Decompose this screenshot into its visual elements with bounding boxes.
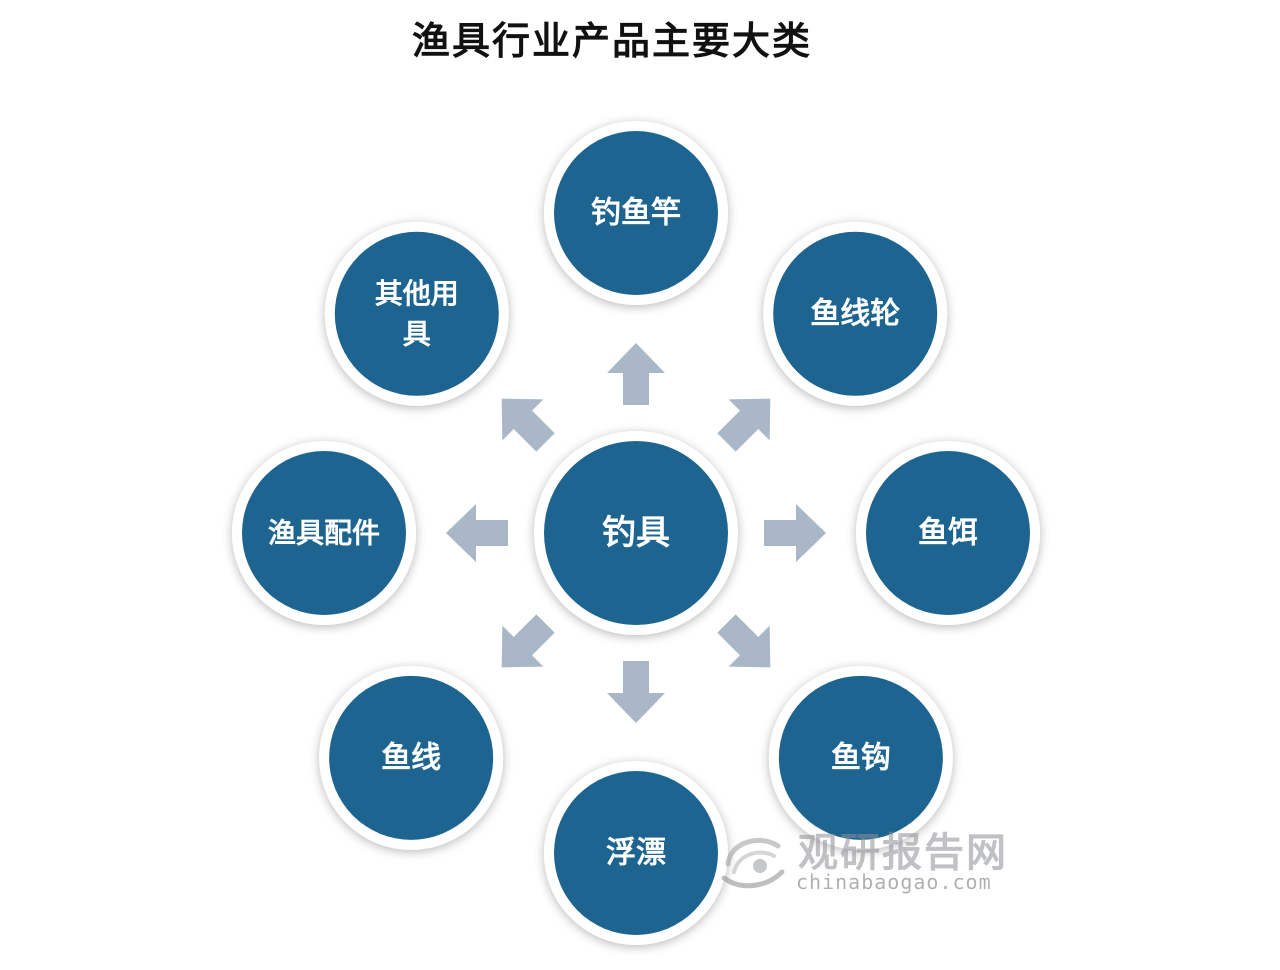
node-rod-label: 钓鱼竿 xyxy=(591,196,681,231)
watermark-logo-icon xyxy=(721,837,785,889)
arrow-to-other xyxy=(501,398,555,452)
node-line-circle xyxy=(329,675,494,840)
node-rod-circle xyxy=(554,131,718,295)
node-reel-circle xyxy=(773,231,938,396)
node-reel-label: 鱼线轮 xyxy=(810,296,900,331)
node-line: 鱼线 xyxy=(319,665,504,850)
watermark-brand-cn: 观研报告网 xyxy=(798,830,1008,876)
arrow-to-bait xyxy=(764,504,826,562)
watermark: 观研报告网 chinabaogao.com xyxy=(720,818,1020,898)
node-bait: 鱼饵 xyxy=(856,441,1040,625)
node-accessories-circle xyxy=(242,451,406,615)
page-title: 渔具行业产品主要大类 xyxy=(411,18,812,63)
node-accessories: 渔具配件 xyxy=(232,441,416,625)
node-center-circle xyxy=(544,441,728,625)
node-reel: 鱼线轮 xyxy=(763,221,948,406)
node-other-label: 具 xyxy=(403,318,431,351)
arrow-to-accessories xyxy=(446,504,508,562)
node-bait-circle xyxy=(866,451,1030,615)
node-hook: 鱼钩 xyxy=(768,665,953,850)
node-rod: 钓鱼竿 xyxy=(544,121,728,305)
node-accessories-label: 渔具配件 xyxy=(268,517,380,550)
watermark-brand-url: chinabaogao.com xyxy=(796,870,992,894)
node-float: 浮漂 xyxy=(544,761,728,945)
node-bait-label: 鱼饵 xyxy=(918,516,978,551)
arrow-to-hook xyxy=(717,614,771,668)
arrows-layer xyxy=(446,343,826,723)
node-center: 钓具 xyxy=(534,431,738,635)
node-float-circle xyxy=(554,771,718,935)
node-center-label: 钓具 xyxy=(602,513,670,553)
node-other-circle xyxy=(334,231,499,396)
node-other-label: 其他用 xyxy=(375,277,459,310)
node-line-label: 鱼线 xyxy=(381,740,441,775)
arrow-to-float xyxy=(607,661,665,723)
arrow-to-rod xyxy=(607,343,665,405)
node-float-label: 浮漂 xyxy=(606,836,666,871)
arrow-to-reel xyxy=(717,398,771,452)
node-hook-label: 鱼钩 xyxy=(831,740,891,775)
node-hook-circle xyxy=(778,675,943,840)
arrow-to-line xyxy=(501,614,555,668)
